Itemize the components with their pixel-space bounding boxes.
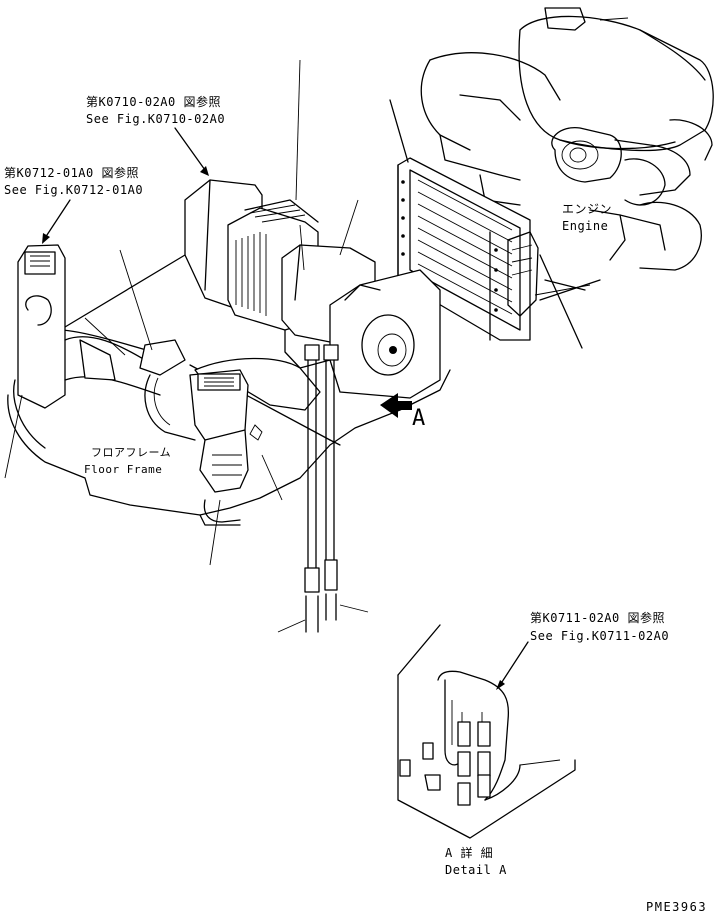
engine-label-jp: エンジン [562,202,612,216]
view-arrow-a: A [380,393,425,431]
view-arrow-label: A [412,406,425,431]
k0710-arrow-head [200,166,209,176]
k0712-arrow-head [42,233,50,244]
drawing-code: PME3963 [646,900,707,914]
k0712-leader [44,199,71,239]
floor-frame-label-en: Floor Frame [84,463,162,476]
k0710-leader [174,127,206,171]
ref-k0712-en: See Fig.K0712-01A0 [4,183,143,197]
duct-vent-illustration [4,244,321,566]
detail-a-illustration [397,624,576,839]
engine-label-en: Engine [562,219,608,233]
ref-k0711-en: See Fig.K0711-02A0 [530,629,669,643]
heater-unit-illustration [184,59,441,399]
ref-k0710-en: See Fig.K0710-02A0 [86,112,225,126]
detail-a-label-jp: A 詳 細 [445,845,493,860]
ref-k0711-jp: 第K0711-02A0 図参照 [530,610,665,625]
detail-a-label-en: Detail A [445,863,507,877]
ref-k0710-jp: 第K0710-02A0 図参照 [86,94,221,109]
ref-k0712-jp: 第K0712-01A0 図参照 [4,165,139,180]
floor-frame-label-jp: フロアフレーム [91,446,171,459]
detail-valves [457,712,491,806]
hose-pipes-illustration [277,344,369,633]
engine-illustration [420,7,714,301]
